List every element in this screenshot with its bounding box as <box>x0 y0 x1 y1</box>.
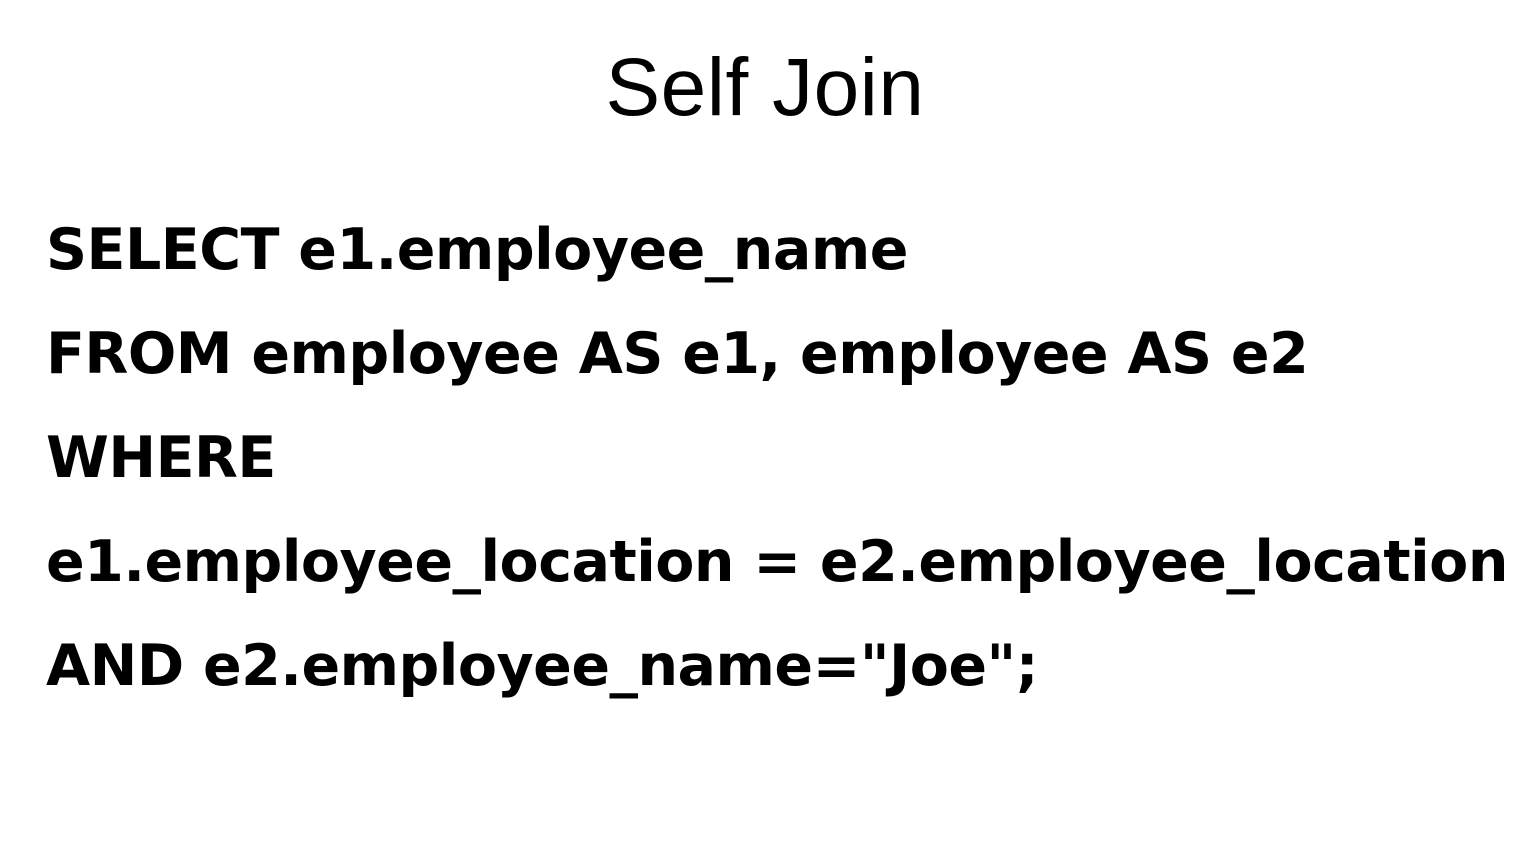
slide-title: Self Join <box>605 42 925 133</box>
sql-line-where: WHERE <box>46 425 276 491</box>
sql-line-condition: e1.employee_location = e2.employee_locat… <box>46 529 1508 595</box>
sql-line-and: AND e2.employee_name="Joe"; <box>46 633 1039 699</box>
sql-line-select: SELECT e1.employee_name <box>46 217 908 283</box>
sql-line-from: FROM employee AS e1, employee AS e2 <box>46 321 1309 387</box>
sql-query: SELECT e1.employee_name FROM employee AS… <box>46 198 1508 718</box>
